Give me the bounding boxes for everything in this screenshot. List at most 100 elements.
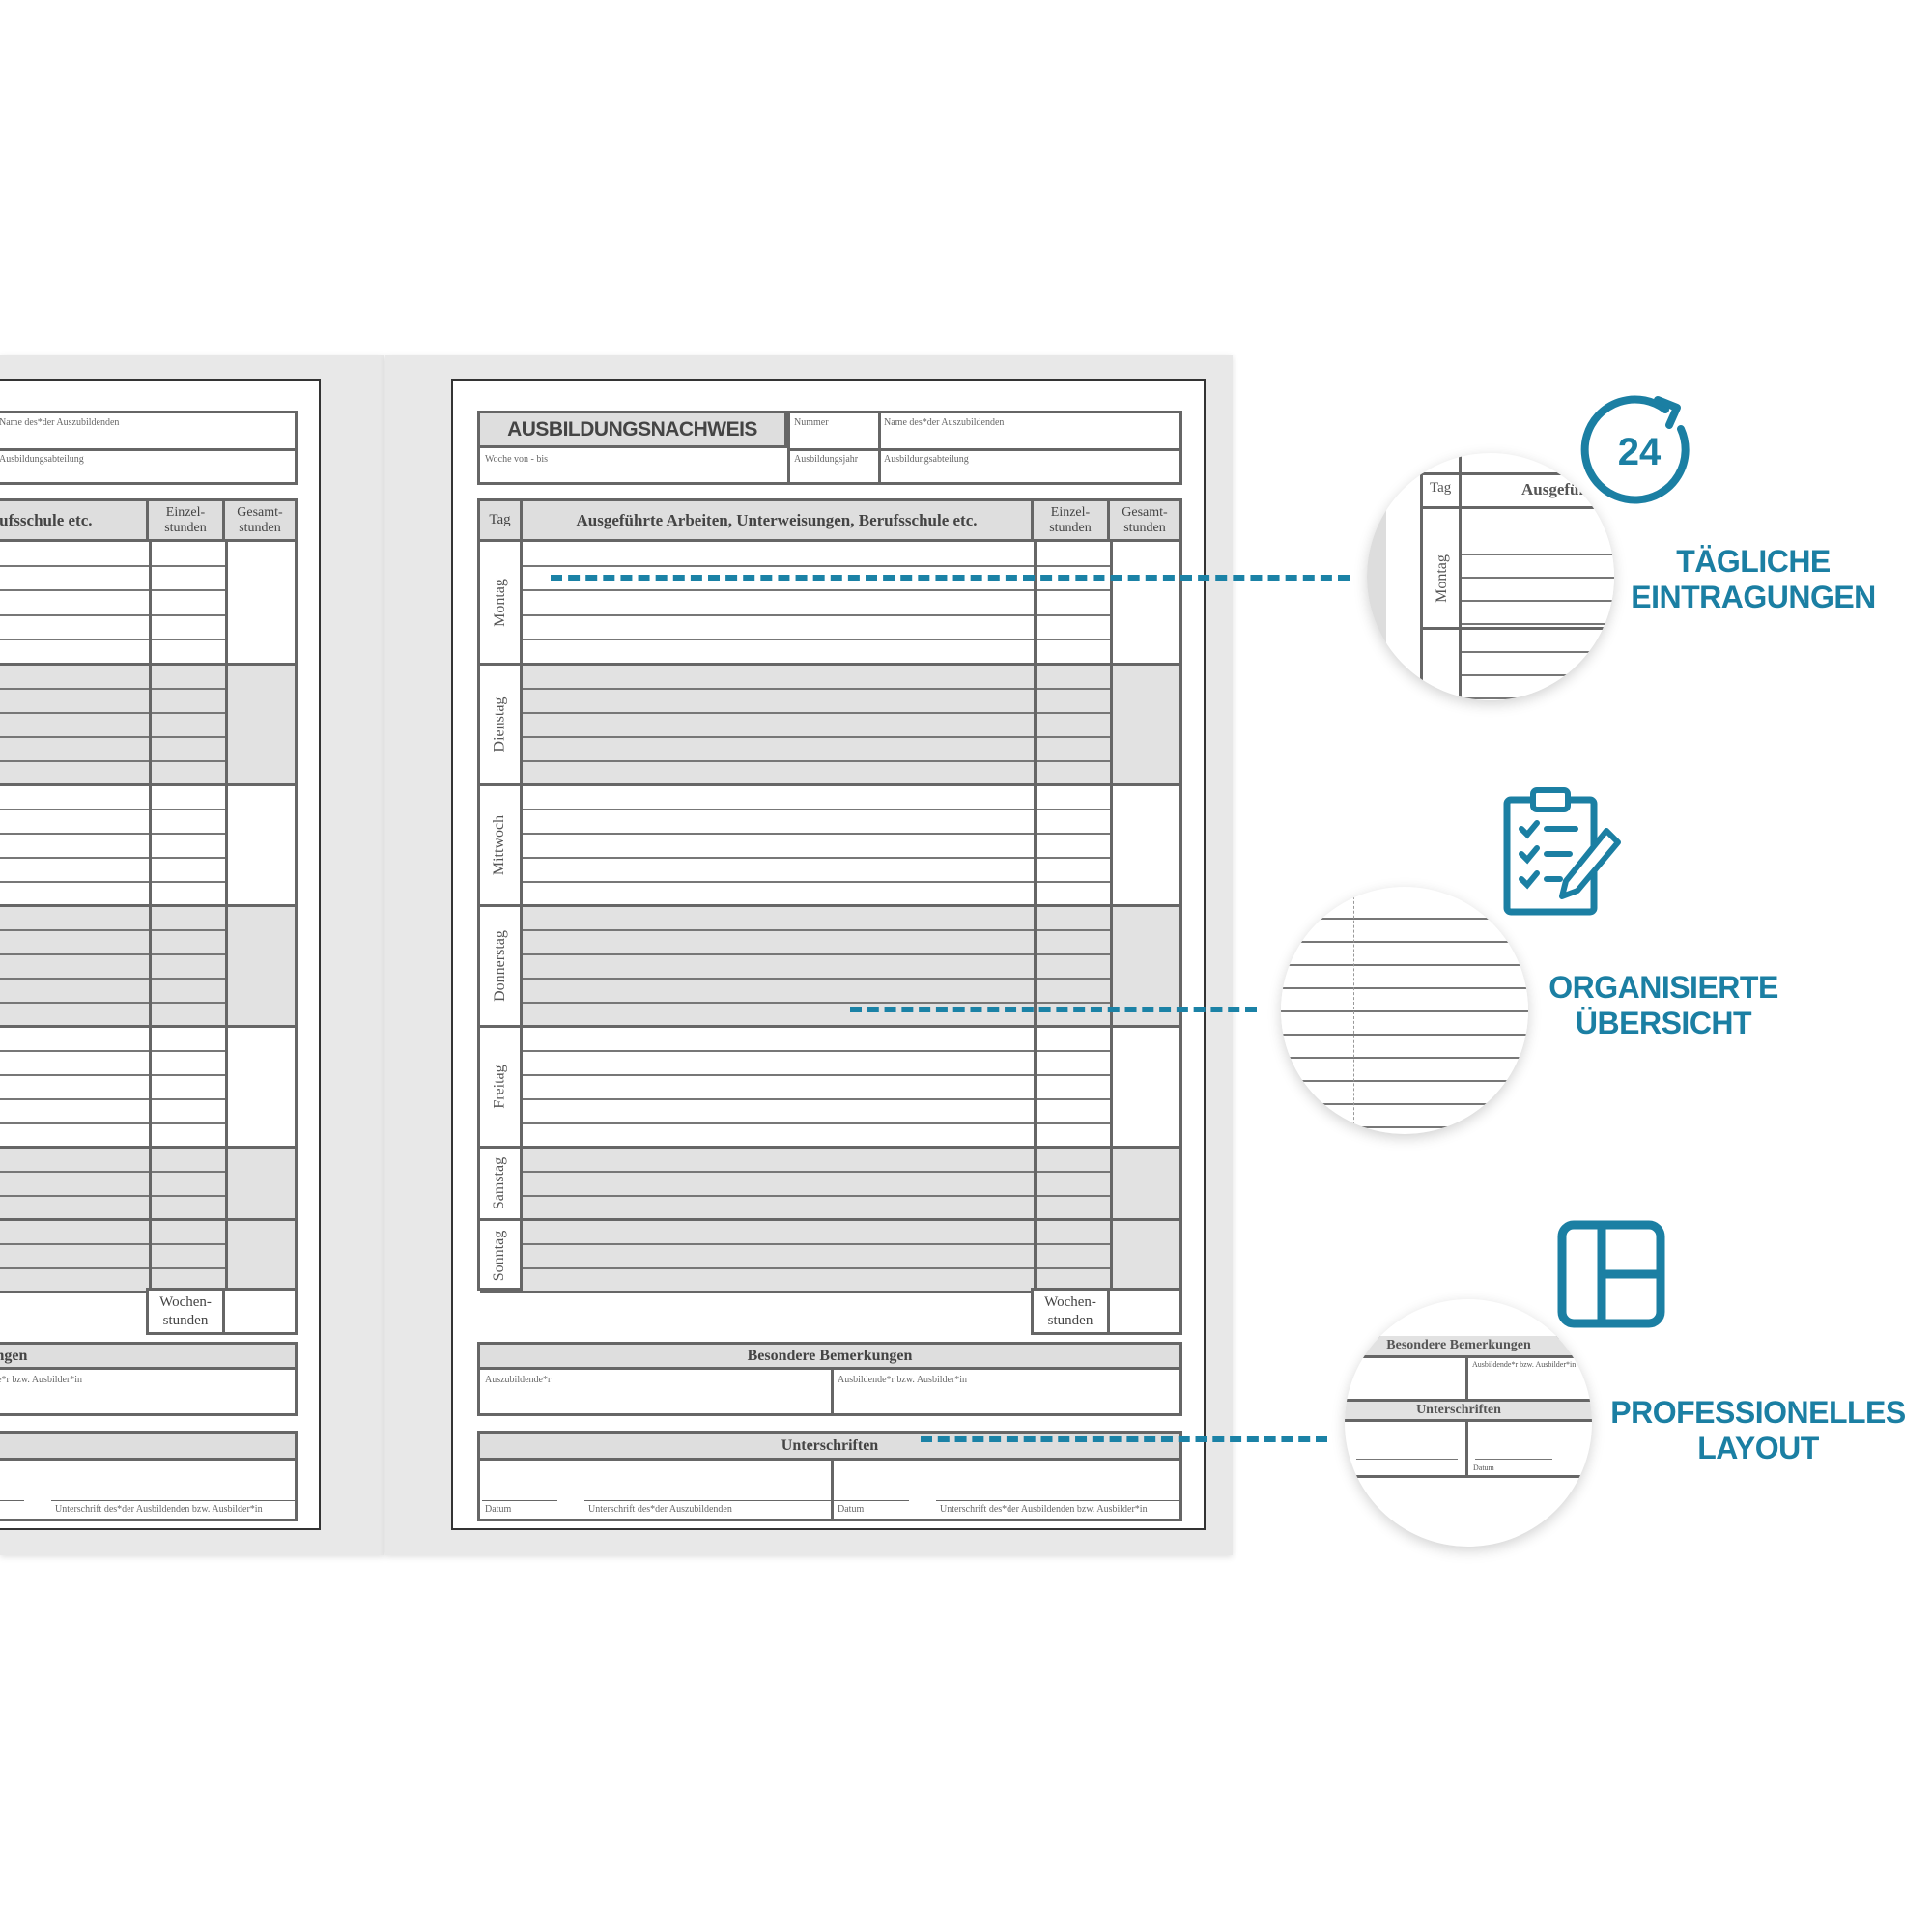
gesamt-cell[interactable] [228, 786, 295, 907]
entry-row[interactable] [523, 1221, 1110, 1245]
entry-row[interactable] [523, 1173, 1110, 1197]
entry-row[interactable] [0, 738, 225, 762]
entry-row[interactable] [0, 859, 225, 883]
entry-row[interactable] [523, 931, 1110, 955]
gesamt-cell[interactable] [228, 1221, 295, 1293]
ausbilder-remark-field[interactable]: Ausbildende*r bzw. Ausbilder*in [838, 1375, 968, 1385]
entry-row[interactable] [523, 567, 1110, 592]
entry-row[interactable] [523, 591, 1110, 616]
entry-row[interactable] [523, 1052, 1110, 1076]
entry-row[interactable] [523, 883, 1110, 907]
entry-row[interactable] [523, 1076, 1110, 1100]
entry-row[interactable] [0, 762, 225, 786]
entry-row[interactable] [523, 1124, 1110, 1149]
entry-row[interactable] [0, 666, 225, 690]
feature-label-daily: TÄGLICHE EINTRAGUNGEN [1631, 544, 1876, 614]
entry-row[interactable] [0, 1004, 225, 1028]
entry-row[interactable] [523, 762, 1110, 786]
datum-field-2[interactable]: Datum [838, 1504, 865, 1515]
entry-row[interactable] [523, 1028, 1110, 1052]
name-field[interactable]: Name des*der Auszubildenden [0, 417, 120, 428]
gesamt-cell[interactable] [228, 1028, 295, 1149]
gesamt-cell[interactable] [1113, 666, 1179, 786]
entry-row[interactable] [0, 591, 225, 616]
entry-row[interactable] [0, 567, 225, 592]
entry-row[interactable] [0, 1100, 225, 1124]
gesamt-cell[interactable] [1113, 1221, 1179, 1293]
entry-row[interactable] [0, 1173, 225, 1197]
entry-row[interactable] [0, 835, 225, 859]
datum-field-1[interactable]: Datum [485, 1504, 512, 1515]
entry-row[interactable] [523, 907, 1110, 931]
signature-azubi[interactable]: Unterschrift des*der Auszubildenden [588, 1504, 732, 1515]
layout-grid-icon [1557, 1220, 1665, 1328]
connector-daily [551, 575, 1350, 581]
right-sheet: AUSBILDUNGSNACHWEIS Nummer Name des*der … [451, 379, 1207, 1531]
ausbilder-remark-field[interactable]: Ausbildende*r bzw. Ausbilder*in [0, 1375, 83, 1385]
entry-row[interactable] [0, 542, 225, 567]
entry-row[interactable] [523, 1004, 1110, 1028]
signature-ausbilder[interactable]: Unterschrift des*der Ausbildenden bzw. A… [55, 1504, 263, 1515]
entry-row[interactable] [0, 1197, 225, 1221]
entry-row[interactable] [523, 714, 1110, 738]
entry-row[interactable] [0, 1076, 225, 1100]
entry-row[interactable] [523, 955, 1110, 980]
entry-row[interactable] [523, 690, 1110, 714]
gesamt-cell[interactable] [228, 542, 295, 666]
entry-row[interactable] [523, 738, 1110, 762]
entry-row[interactable] [523, 1149, 1110, 1173]
gesamt-cell[interactable] [228, 666, 295, 786]
entry-row[interactable] [523, 835, 1110, 859]
entry-row[interactable] [0, 1124, 225, 1149]
col-gesamt: Gesamt- stunden [225, 501, 295, 542]
entry-row[interactable] [523, 859, 1110, 883]
entry-row[interactable] [523, 980, 1110, 1004]
entry-row[interactable] [523, 616, 1110, 641]
abteilung-field[interactable]: Ausbildungsabteilung [884, 454, 969, 465]
gesamt-cell[interactable] [228, 1149, 295, 1221]
entry-row[interactable] [523, 542, 1110, 567]
name-field[interactable]: Name des*der Auszubildenden [884, 417, 1005, 428]
entry-row[interactable] [0, 616, 225, 641]
entry-row[interactable] [523, 1100, 1110, 1124]
feature-label-overview: ORGANISIERTE ÜBERSICHT [1548, 970, 1778, 1040]
entry-row[interactable] [523, 1197, 1110, 1221]
abteilung-field[interactable]: Ausbildungsabteilung [0, 454, 84, 465]
entry-row[interactable] [0, 907, 225, 931]
entry-row[interactable] [0, 1245, 225, 1269]
signature-ausbilder[interactable]: Unterschrift des*der Ausbildenden bzw. A… [940, 1504, 1148, 1515]
entry-row[interactable] [0, 640, 225, 666]
gesamt-cell[interactable] [1113, 1149, 1179, 1221]
entry-row[interactable] [0, 1052, 225, 1076]
jahr-field[interactable]: Ausbildungsjahr [794, 454, 859, 465]
entry-row[interactable] [0, 714, 225, 738]
bemerkungen-box: Besondere Bemerkungen Auszubildende*r Au… [0, 1342, 298, 1416]
entry-row[interactable] [523, 640, 1110, 666]
entry-row[interactable] [523, 810, 1110, 835]
entry-row[interactable] [523, 1269, 1110, 1293]
gesamt-cell[interactable] [228, 907, 295, 1028]
woche-field[interactable]: Woche von - bis [485, 454, 549, 465]
gesamt-cell[interactable] [1113, 542, 1179, 666]
entry-row[interactable] [0, 810, 225, 835]
entry-row[interactable] [0, 690, 225, 714]
gesamt-cell[interactable] [1113, 786, 1179, 907]
day-label: Montag [491, 578, 508, 627]
entry-row[interactable] [0, 883, 225, 907]
nummer-field[interactable]: Nummer [794, 417, 829, 428]
entry-row[interactable] [523, 1245, 1110, 1269]
entry-row[interactable] [523, 666, 1110, 690]
24-hour-refresh-icon: 24 [1580, 395, 1690, 504]
entry-row[interactable] [0, 980, 225, 1004]
entry-row[interactable] [0, 955, 225, 980]
entry-row[interactable] [0, 1028, 225, 1052]
gesamt-cell[interactable] [1113, 1028, 1179, 1149]
previous-week-form: AUSBILDUNGSNACHWEIS Nummer Name des*der … [0, 379, 321, 1530]
entry-row[interactable] [0, 786, 225, 810]
entry-row[interactable] [523, 786, 1110, 810]
entry-row[interactable] [0, 931, 225, 955]
azubi-remark-field[interactable]: Auszubildende*r [485, 1375, 552, 1385]
day-label: Freitag [491, 1065, 508, 1109]
entry-row[interactable] [0, 1221, 225, 1245]
entry-row[interactable] [0, 1149, 225, 1173]
